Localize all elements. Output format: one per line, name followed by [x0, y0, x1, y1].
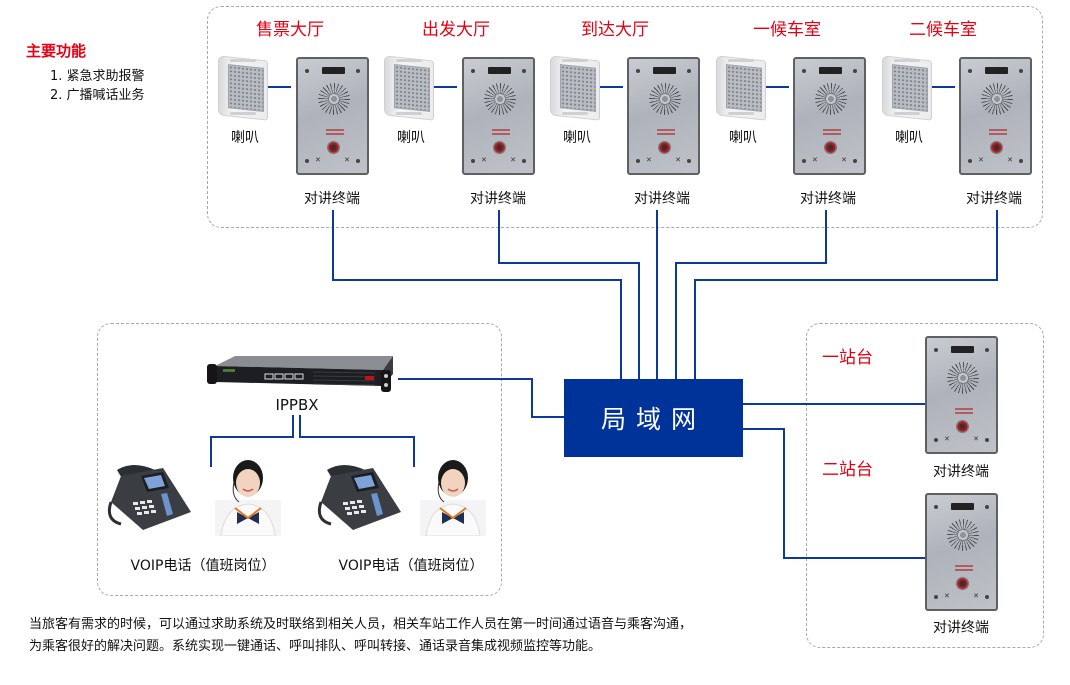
wire-speaker-terminal — [766, 86, 789, 88]
description: 当旅客有需求的时候，可以通过求助系统及时联络到相关人员，相关车站工作人员在第一时… — [29, 614, 692, 658]
wire-zone1-lan — [620, 279, 622, 379]
terminal-label: 对讲终端 — [933, 464, 989, 480]
wire-ippbx-lan — [398, 378, 532, 380]
main-features: 主要功能 1. 紧急求助报警 2. 广播喊话业务 — [26, 40, 145, 105]
zone-title: 售票大厅 — [256, 20, 324, 40]
speaker-label: 喇叭 — [563, 130, 591, 146]
duty-agent-avatar — [420, 456, 486, 537]
wire-zone4-lan — [675, 262, 827, 264]
wire-lan-platform2 — [783, 557, 925, 559]
voip-station-label: VOIP电话（值班岗位） — [338, 558, 484, 574]
wire-zone1-lan — [332, 279, 622, 281]
wire-zone5-lan — [694, 279, 696, 379]
wire-lan-platform1 — [743, 403, 925, 405]
voip-phone-icon — [103, 462, 193, 532]
lan-switch: 局域网 — [564, 379, 743, 457]
feature-item: 2. 广播喊话业务 — [50, 88, 145, 103]
ippbx-server-icon — [205, 352, 393, 404]
intercom-terminal-icon: ✕✕ — [959, 57, 1032, 175]
intercom-terminal-icon: ✕✕ — [925, 493, 998, 611]
wire-ippbx-phone2 — [413, 436, 415, 467]
description-line: 为乘客很好的解决问题。系统实现一键通话、呼叫排队、呼叫转接、通话录音集成视频监控… — [29, 639, 602, 654]
wire-ippbx-phone1 — [210, 436, 294, 438]
terminal-label: 对讲终端 — [634, 191, 690, 207]
top-zone-group — [207, 6, 1043, 228]
intercom-terminal-icon: ✕✕ — [793, 57, 866, 175]
wire-zone2-lan — [638, 262, 640, 379]
wire-zone4-lan — [825, 210, 827, 263]
speaker-label: 喇叭 — [895, 130, 923, 146]
speaker-icon — [546, 55, 602, 121]
duty-room-group — [97, 323, 502, 596]
platform-title: 二站台 — [822, 460, 873, 480]
wire-speaker-terminal — [600, 86, 623, 88]
speaker-label: 喇叭 — [729, 130, 757, 146]
terminal-label: 对讲终端 — [966, 191, 1022, 207]
wire-zone5-lan — [996, 210, 998, 280]
wire-zone2-lan — [498, 210, 500, 263]
main-features-title: 主要功能 — [26, 42, 87, 60]
terminal-label: 对讲终端 — [470, 191, 526, 207]
ippbx-label: IPPBX — [275, 396, 319, 414]
wire-lan-platform2 — [743, 428, 784, 430]
speaker-icon — [712, 55, 768, 121]
speaker-label: 喇叭 — [397, 130, 425, 146]
description-line: 当旅客有需求的时候，可以通过求助系统及时联络到相关人员，相关车站工作人员在第一时… — [29, 617, 693, 632]
wire-ippbx-lan — [531, 378, 533, 418]
wire-speaker-terminal — [932, 86, 955, 88]
wire-zone1-lan — [332, 210, 334, 280]
wire-zone4-lan — [675, 262, 677, 379]
intercom-terminal-icon: ✕✕ — [462, 57, 535, 175]
wire-lan-platform2 — [783, 428, 785, 558]
voip-station-label: VOIP电话（值班岗位） — [130, 558, 276, 574]
duty-agent-avatar — [215, 456, 281, 537]
wire-ippbx-phone2 — [299, 415, 301, 437]
wire-zone2-lan — [498, 262, 640, 264]
wire-ippbx-lan — [531, 416, 565, 418]
zone-title: 出发大厅 — [422, 20, 490, 40]
platform-title: 一站台 — [822, 348, 873, 368]
zone-title: 到达大厅 — [581, 20, 649, 40]
wire-ippbx-phone1 — [292, 415, 294, 437]
speaker-label: 喇叭 — [231, 130, 259, 146]
wire-ippbx-phone1 — [210, 436, 212, 467]
wire-zone5-lan — [694, 279, 998, 281]
speaker-icon — [214, 55, 270, 121]
wire-ippbx-phone2 — [299, 436, 415, 438]
speaker-icon — [380, 55, 436, 121]
voip-phone-icon — [313, 462, 403, 532]
terminal-label: 对讲终端 — [933, 620, 989, 636]
feature-item: 1. 紧急求助报警 — [50, 69, 145, 84]
terminal-label: 对讲终端 — [304, 191, 360, 207]
wire-speaker-terminal — [434, 86, 457, 88]
lan-label: 局域网 — [600, 405, 706, 434]
platform-group — [806, 323, 1044, 648]
terminal-label: 对讲终端 — [800, 191, 856, 207]
speaker-icon — [878, 55, 934, 121]
intercom-terminal-icon: ✕✕ — [925, 336, 998, 454]
wire-zone3-lan — [656, 210, 658, 379]
intercom-terminal-icon: ✕✕ — [296, 57, 369, 175]
wire-speaker-terminal — [268, 86, 291, 88]
zone-title: 二候车室 — [909, 20, 977, 40]
zone-title: 一候车室 — [753, 20, 821, 40]
intercom-terminal-icon: ✕✕ — [627, 57, 700, 175]
